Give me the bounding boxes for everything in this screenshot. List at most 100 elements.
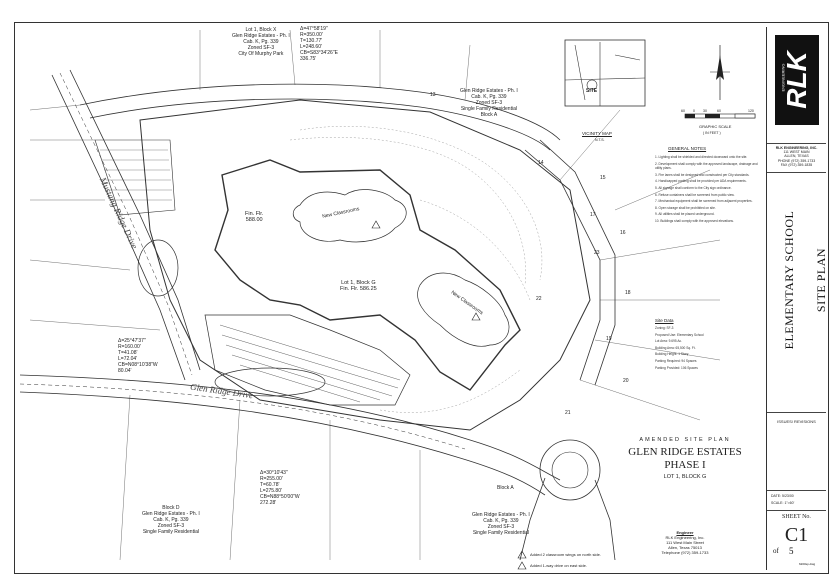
site-data-row: Parking Provided: 106 Spaces: [655, 365, 698, 370]
firm-line: 111 WEST MAIN: [783, 150, 810, 155]
scale-label: SCALE:: [771, 501, 784, 505]
scale-tick: 30: [703, 109, 707, 113]
lot-number: 14: [538, 160, 544, 166]
dropoff-oval: [214, 367, 326, 397]
cul-de-sac: [539, 439, 601, 501]
lot-block-title: LOT 1, BLOCK G: [663, 474, 707, 480]
site-data-row: Building Height: 1 Story: [655, 352, 689, 357]
detention-area: [137, 239, 179, 297]
firm-block: RLK ENGINEERING, INC. 111 WEST MAIN ALLE…: [767, 146, 826, 167]
classroom-cloud-1: [292, 189, 407, 243]
road-glen-centerline: [19, 383, 466, 450]
road-mustang-edge-1: [51, 74, 186, 381]
graphic-scale-bar: [684, 113, 756, 119]
lot-sub-text: Fin. Flr. 586.25: [340, 286, 377, 292]
road-glen-edge-2: [19, 391, 546, 496]
scale-tick: 120: [748, 109, 754, 113]
scale-tick: 60: [717, 109, 721, 113]
building-footprint: [214, 159, 521, 391]
drawing-name: SITE PLAN: [814, 247, 828, 313]
lot-number: 17: [590, 212, 596, 218]
logo-sub: ENGINEERING: [780, 63, 786, 92]
phase-title: PHASE I: [664, 459, 706, 471]
note-item: 4. Handicapped parking shall be provided…: [655, 179, 747, 184]
lot-number: 22: [536, 296, 542, 302]
road-mustang-edge-2: [69, 69, 201, 371]
site-data-row: Building Area: 65,500 Sq. Ft.: [655, 345, 696, 350]
road-top-edge-2: [89, 98, 551, 151]
lot-label-block-a: Block A: [497, 485, 514, 491]
north-arrow-icon: [710, 45, 730, 100]
note-item: 2. Development shall comply with the app…: [655, 161, 758, 171]
road-mustang-centerline: [59, 72, 193, 376]
engineer-line: 111 West Main Street: [666, 540, 704, 545]
curve-data-2: Δ=25°47'37"R=160.00'T=41.08'L=72.04'CB=N…: [118, 338, 158, 374]
contours: [289, 126, 543, 413]
title-block: RLK ENGINEERING RLK ENGINEERING, INC. 11…: [766, 27, 828, 570]
date-value: 5/23/00: [782, 494, 794, 498]
graphic-scale-label: GRAPHIC SCALE: [699, 124, 732, 129]
drawing-sheet-border: [14, 22, 829, 574]
general-notes-list: 1. Lighting shall be shielded and direct…: [655, 155, 765, 226]
lot-1-block-g-label: Lot 1, Block G Fin. Flr. 586.25: [340, 280, 377, 292]
site-data-row: Parking Required: 94 Spaces: [655, 358, 697, 363]
engineer-line: Allen, Texas 75013: [668, 545, 702, 550]
ffe-text: Fin. Flr.: [245, 211, 264, 217]
note-item: 8. Open storage shall be prohibited on s…: [655, 205, 716, 210]
firm-line: FAX (972) 359-1835: [780, 162, 813, 167]
note-item: 5. All signage shall conform to the City…: [655, 185, 732, 190]
note-item: 1. Lighting shall be shielded and direct…: [655, 155, 748, 159]
site-data-list: Zoning: SF-3 Proposed Use: Elementary Sc…: [655, 326, 755, 372]
scale-row: SCALE: 1"=60': [771, 501, 826, 506]
note-item: 10. Buildings shall comply with the appr…: [655, 218, 734, 223]
site-data-heading: Site Data: [655, 318, 674, 323]
note-item: 3. Fire lanes shall be designed and cons…: [655, 172, 750, 177]
parking-lot: [204, 314, 411, 406]
project-name: ELEMENTARY SCHOOL: [782, 210, 796, 350]
property-boundary: [139, 99, 591, 431]
ffe-value: 588.00: [245, 217, 263, 223]
engineer-block: Engineer RLK Engineering, Inc. 111 West …: [640, 530, 730, 555]
parking-stalls: [219, 324, 401, 403]
vicinity-map-sub: N.T.S.: [595, 138, 605, 142]
engineer-line: RLK Engineering, Inc.: [665, 535, 705, 540]
scale-value: 1"=60': [784, 501, 795, 505]
revision-triangle-icon: [371, 220, 381, 229]
lot-number: 21: [565, 410, 571, 416]
vicinity-map: [564, 39, 646, 107]
lot-number: 15: [600, 175, 606, 181]
scale-tick: 60: [681, 109, 685, 113]
logo-text: RLK: [781, 51, 812, 109]
date-row: DATE: 5/23/00: [771, 494, 826, 499]
site-data-row: Lot Area: 9.695 Ac.: [655, 339, 682, 344]
site-data-row: Proposed Use: Elementary School: [655, 332, 704, 337]
lot-label-text: Lot 1, Block G: [341, 280, 376, 286]
classroom-cloud-2: [417, 272, 510, 347]
lot-number: 16: [620, 230, 626, 236]
sheet-total: 5: [789, 546, 794, 556]
issues-revisions: ISSUES/ REVISIONS: [777, 419, 816, 424]
vicinity-site-label: SITE: [586, 88, 598, 94]
lot-number: 20: [623, 378, 629, 384]
curve-data-1: Δ=47°58'19"R=350.00'T=130.77'L=248.60'CB…: [300, 26, 338, 62]
note-item: 6. Refuse containers shall be screened f…: [655, 192, 735, 197]
note-item: 7. Mechanical equipment shall be screene…: [655, 199, 753, 204]
lot-lines: [29, 29, 721, 561]
firm-line: ALLEN, TEXAS: [784, 154, 809, 159]
firm-name: RLK ENGINEERING, INC.: [775, 146, 818, 150]
general-notes-heading: GENERAL NOTES: [668, 146, 707, 151]
lot-number: 13: [430, 92, 436, 98]
road-glen-edge-1: [19, 374, 561, 481]
ffe-label: Fin. Flr. 588.00: [245, 211, 263, 223]
engineer-label: Engineer: [676, 530, 694, 535]
estate-title: GLEN RIDGE ESTATES: [628, 446, 742, 458]
file-name: 6200sp.dwg: [799, 562, 816, 566]
lot-number: 19: [606, 336, 612, 342]
lot-number: 23: [594, 250, 600, 256]
firm-line: PHONE (972) 359-1733: [777, 158, 816, 163]
amended-site-plan: AMENDED SITE PLAN: [639, 437, 731, 443]
revision-note: Added 1-way drive on east side.: [530, 563, 587, 568]
